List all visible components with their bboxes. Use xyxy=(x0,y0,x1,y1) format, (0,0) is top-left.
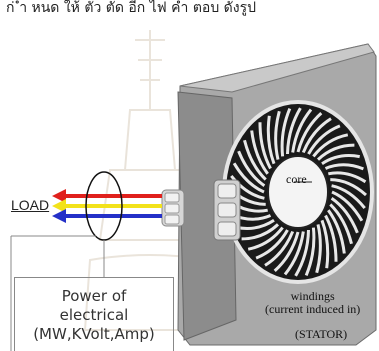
winding-slot xyxy=(247,226,284,251)
winding-slot xyxy=(312,133,349,158)
winding-ring xyxy=(222,100,374,284)
winding-slot xyxy=(320,219,330,269)
winding-slot xyxy=(241,223,280,241)
winding-slot xyxy=(327,171,367,184)
winding-slot xyxy=(258,122,272,170)
winding-slot xyxy=(283,231,305,276)
winding-slot xyxy=(243,139,267,181)
winding-slot xyxy=(315,224,322,274)
power-box-line3: (MW,KVolt,Amp) xyxy=(33,325,155,343)
winding-slot xyxy=(264,230,295,267)
stator-side-face xyxy=(177,91,237,341)
arrow-yellow xyxy=(52,199,66,213)
winding-slot xyxy=(321,154,360,165)
winding-slot xyxy=(324,163,364,171)
windings-line1: windings xyxy=(290,289,335,303)
winding-slot xyxy=(286,107,302,155)
winding-slot xyxy=(274,110,281,160)
winding-slot xyxy=(331,184,366,210)
arrow-red xyxy=(52,189,66,203)
winding-slot xyxy=(330,197,359,234)
core-label: core xyxy=(286,172,307,186)
winding-slot xyxy=(330,178,368,197)
power-box-line2: electrical xyxy=(59,306,129,324)
winding-slot xyxy=(232,162,265,194)
winding-slot xyxy=(307,124,341,155)
winding-slot xyxy=(237,150,266,187)
arrow-blue xyxy=(52,209,66,223)
winding-slot xyxy=(301,117,332,154)
power-box-line1: Power of xyxy=(61,287,127,305)
winding-slot xyxy=(273,231,300,273)
power-box: Power of electrical (MW,KVolt,Amp) xyxy=(14,277,174,351)
terminal-block xyxy=(161,179,241,241)
winding-slot xyxy=(266,115,276,165)
phase-wires xyxy=(52,189,162,223)
winding-slot xyxy=(255,229,289,260)
winding-slot xyxy=(304,227,316,276)
winding-slot xyxy=(291,108,313,153)
winding-slot xyxy=(230,174,265,200)
winding-slot xyxy=(331,190,364,222)
winding-slot xyxy=(316,143,355,161)
winding-slot xyxy=(329,203,353,245)
winding-slot xyxy=(296,111,323,153)
winding-slot xyxy=(294,229,310,277)
header-text: ก่ ำ หนด ให้ ตัว ตัด อีก ไฟ คำ ตอบ ดังรู… xyxy=(6,0,256,16)
stator-top-face xyxy=(179,43,375,93)
load-label: LOAD xyxy=(11,197,50,213)
windings-label: windings (current induced in) xyxy=(265,290,360,316)
windings-line2: (current induced in) xyxy=(265,302,361,316)
winding-slot xyxy=(280,108,292,157)
winding-slot xyxy=(250,130,269,175)
winding-slot xyxy=(327,209,346,254)
winding-slot xyxy=(324,214,338,262)
stator-label: (STATOR) xyxy=(295,327,348,341)
